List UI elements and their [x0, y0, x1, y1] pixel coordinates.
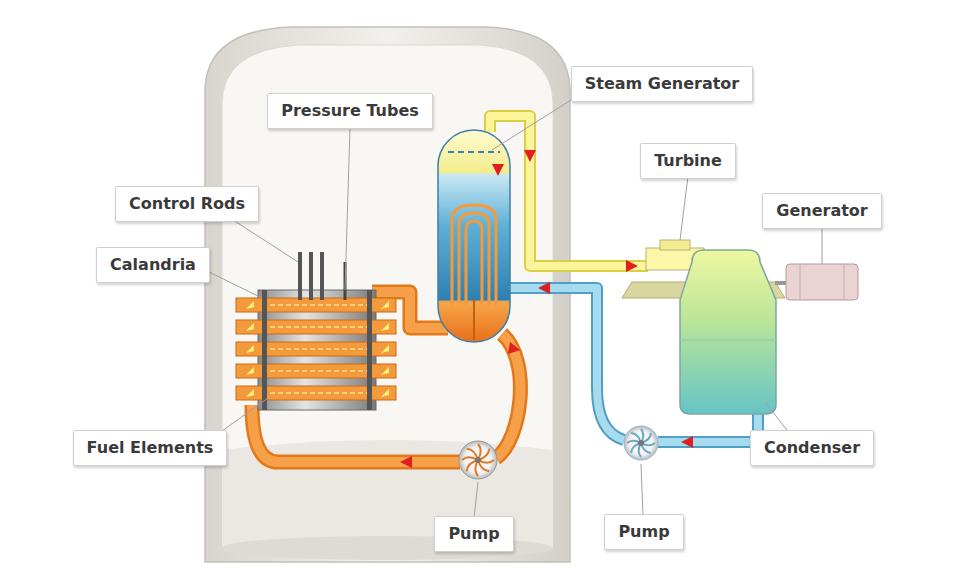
- part-label: Pump: [448, 524, 499, 544]
- callout-box: Calandria: [96, 247, 210, 283]
- callout-box: Control Rods: [115, 186, 259, 222]
- callout-box: Steam Generator: [571, 66, 754, 102]
- part-label: Turbine: [654, 151, 722, 171]
- callout-box: Pump: [604, 514, 683, 550]
- part-label: Generator: [776, 201, 867, 221]
- callout-box: Pump: [434, 516, 513, 552]
- callout-box: Generator: [762, 193, 881, 229]
- callout-box: Turbine: [640, 143, 736, 179]
- callout-box: Pressure Tubes: [267, 93, 433, 129]
- part-label: Steam Generator: [585, 74, 740, 94]
- part-label: Calandria: [110, 255, 196, 275]
- callout-box: Condenser: [750, 430, 874, 466]
- part-label: Fuel Elements: [87, 438, 214, 458]
- part-label: Pump: [618, 522, 669, 542]
- part-label: Pressure Tubes: [281, 101, 419, 121]
- part-label: Control Rods: [129, 194, 245, 214]
- part-label: Condenser: [764, 438, 860, 458]
- callout-box: Fuel Elements: [73, 430, 228, 466]
